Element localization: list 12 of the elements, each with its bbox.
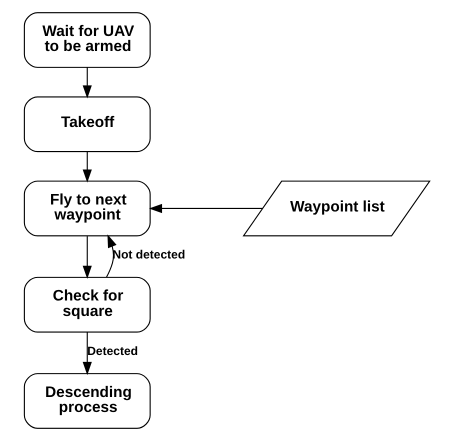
arrow [82, 68, 92, 98]
arrow [106, 234, 116, 278]
node-box: Check for square [23, 276, 150, 333]
edge-label: Detected [86, 344, 138, 358]
node-box: Wait for UAV to be armed [23, 12, 150, 68]
node-box: Takeoff [23, 96, 150, 152]
node-box: Fly to next waypoint [23, 180, 150, 236]
arrow [82, 236, 92, 279]
arrow [148, 204, 262, 214]
arrow [82, 152, 92, 183]
node-box: Descending process [23, 373, 150, 429]
arrow [82, 332, 92, 376]
